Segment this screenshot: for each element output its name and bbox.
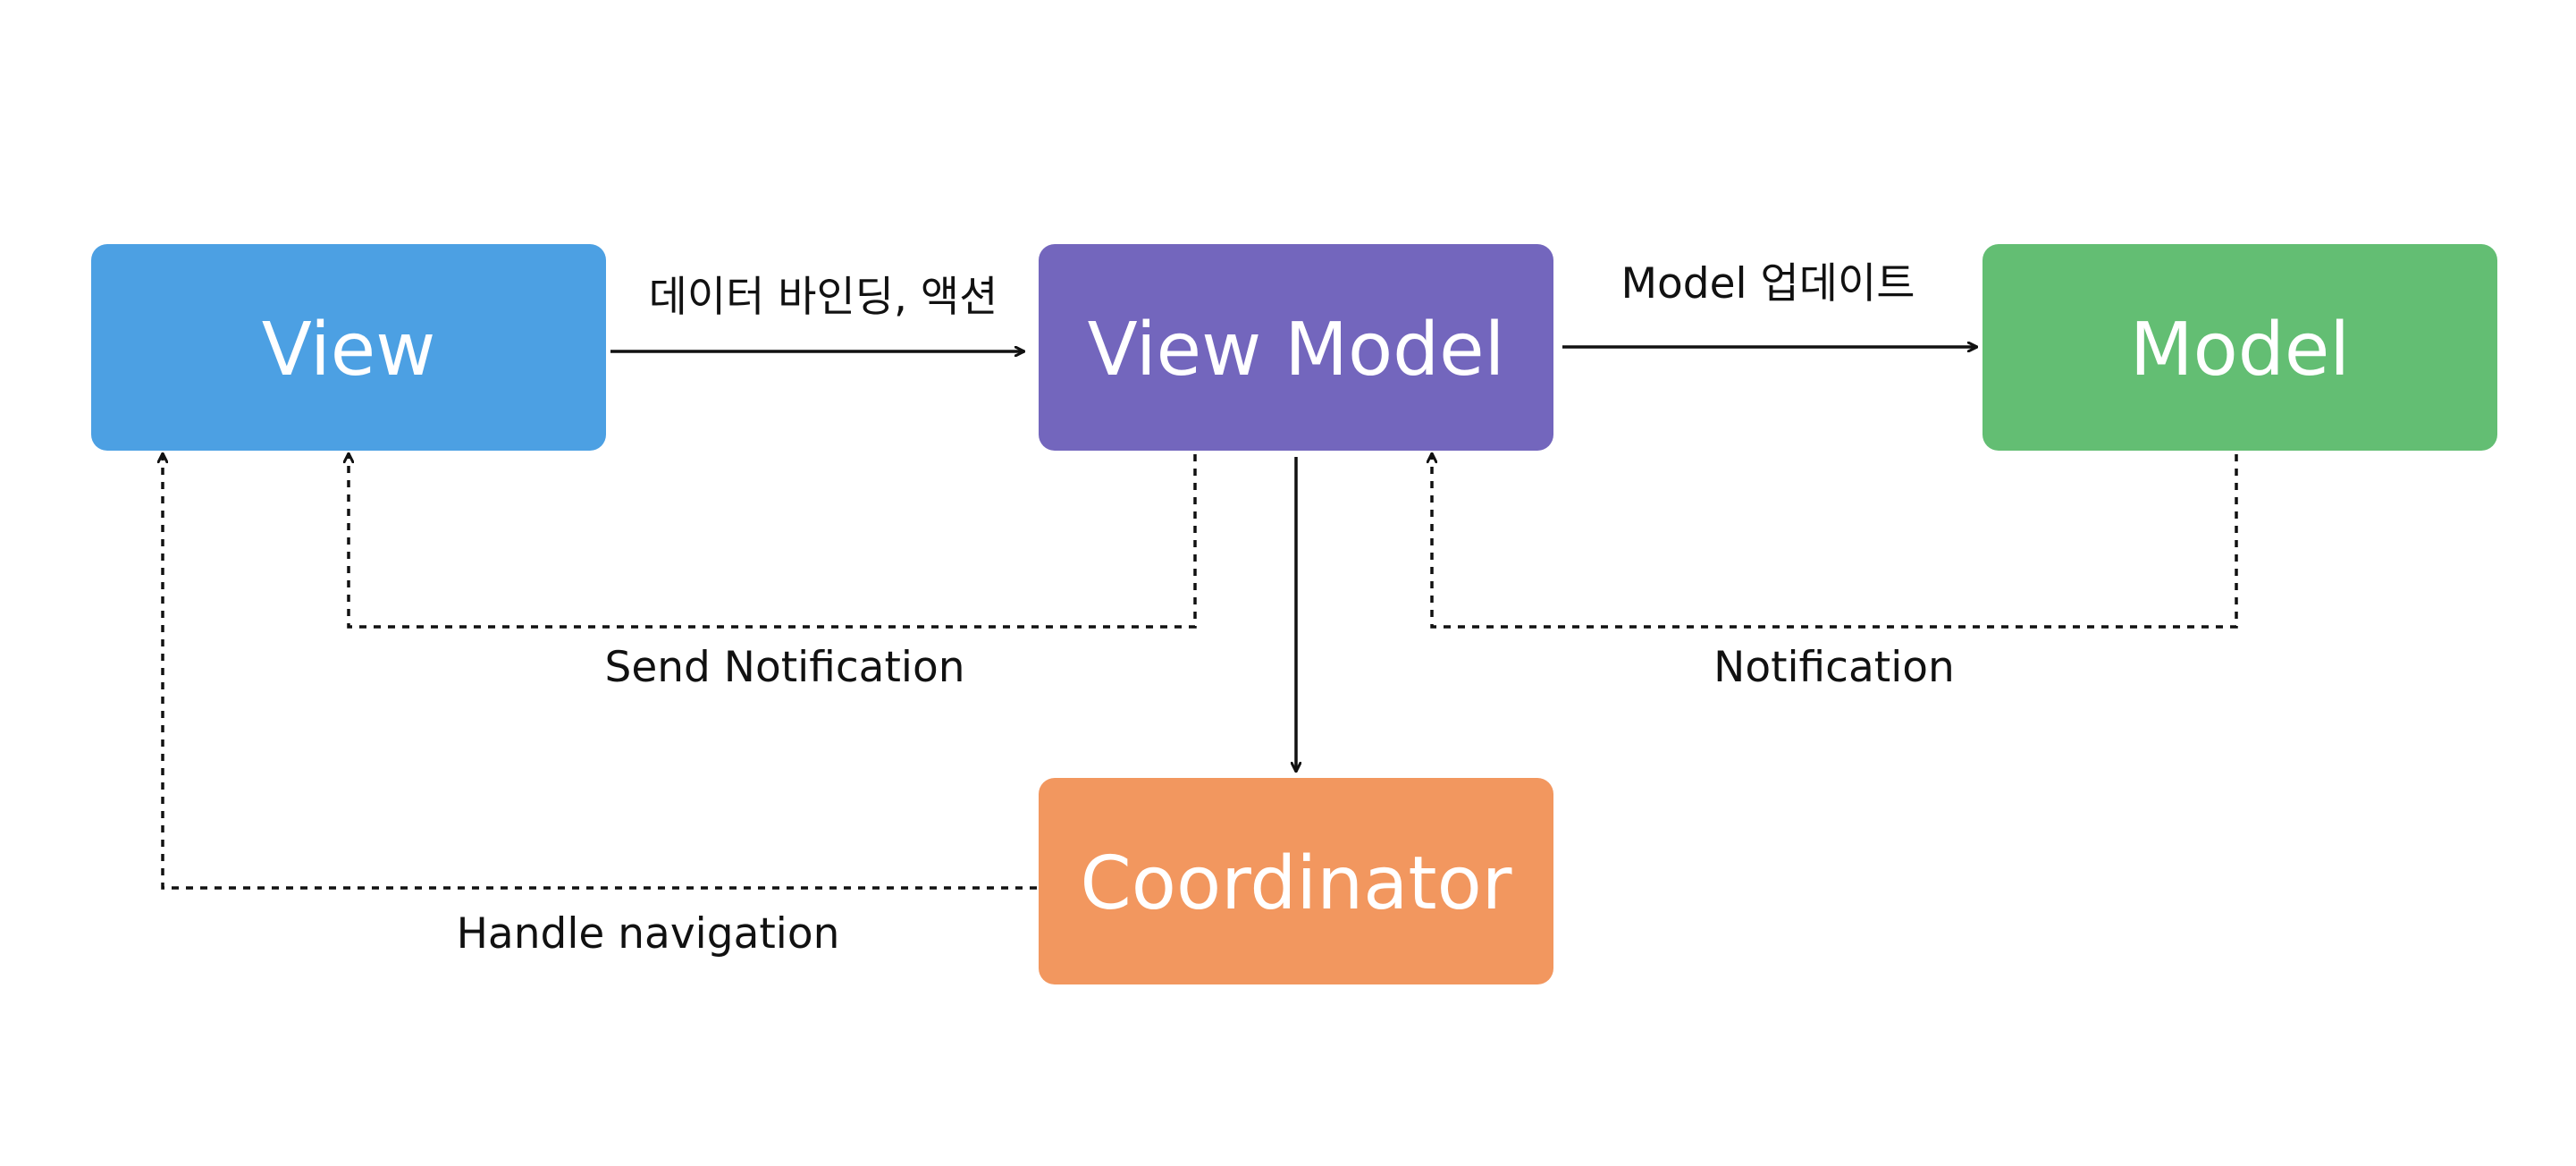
edge-model-to-view-model-line [1432,453,2238,629]
edge-view-to-view-model-label: 데이터 바인딩, 액션 [649,273,998,322]
node-model-box [1983,244,2497,451]
node-coordinator-label: Coordinator [1081,841,1512,926]
edge-coordinator-to-view-label: Handle navigation [457,909,840,959]
edge-view-model-to-view-line [349,453,1197,629]
node-view-box [91,244,606,451]
node-view-model-label: View Model [1088,308,1505,393]
node-coordinator: Coordinator [1039,778,1553,984]
node-model: Model [1983,244,2497,451]
node-view-model-box [1039,244,1553,451]
node-coordinator-box [1039,778,1553,984]
edge-model-to-view-model: Notification [1432,453,2238,692]
node-model-label: Model [2130,308,2350,393]
edge-model-to-view-model-label: Notification [1713,643,1955,692]
node-view-model: View Model [1039,244,1553,451]
edge-view-model-to-model-label: Model 업데이트 [1621,259,1915,308]
edge-view-model-to-view-label: Send Notification [605,643,965,692]
node-view-label: View [262,308,436,393]
edge-view-to-view-model: 데이터 바인딩, 액션 [610,273,1024,351]
edge-coordinator-to-view: Handle navigation [163,453,1037,959]
edge-coordinator-to-view-line [163,453,1037,890]
edge-view-model-to-view: Send Notification [349,453,1197,692]
edge-view-model-to-model: Model 업데이트 [1562,259,1977,347]
node-view: View [91,244,606,451]
